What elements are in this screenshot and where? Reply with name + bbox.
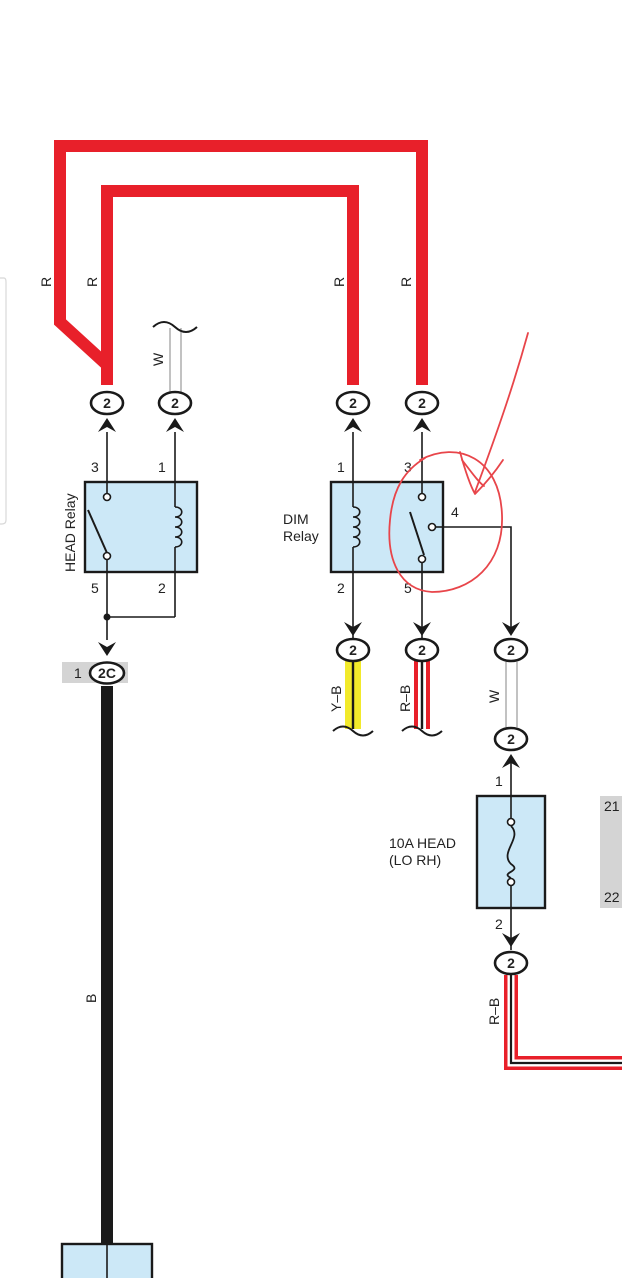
connector-c8: 2 (493, 726, 529, 752)
dim-pin-1: 1 (337, 459, 345, 475)
head-pin-2: 2 (158, 580, 166, 596)
connector-label: 2 (171, 395, 179, 411)
chevron-down-icon (502, 933, 520, 947)
coil-symbol-icon (174, 482, 183, 572)
fuse-pin-1: 1 (495, 773, 503, 789)
connector-label: 2 (418, 395, 426, 411)
pin-numbers: 3 1 5 2 1 3 4 2 5 1 2 (91, 459, 503, 932)
handdrawn-annotation (388, 332, 529, 593)
connector-c9: 2 (493, 950, 529, 976)
fuse-symbol-icon (506, 796, 516, 908)
chevron-up-icon (344, 418, 362, 432)
connector-label: 2 (349, 642, 357, 658)
head-relay (83, 480, 199, 574)
dim-relay (329, 480, 445, 574)
dim-relay-label-2: Relay (283, 528, 319, 544)
wire-label-rb-fuse: R–B (486, 998, 502, 1025)
connectors: 2 2 2 2 2 2 2 2 (62, 390, 529, 976)
white-w-wire-top (169, 328, 182, 392)
chevron-down-icon (502, 622, 520, 636)
connector-arrows (98, 418, 520, 947)
connector-c7: 2 (493, 637, 529, 663)
wire-label-yb: Y–B (328, 686, 344, 712)
dim-pin-2: 2 (337, 580, 345, 596)
chevron-down-icon (98, 642, 116, 656)
yellow-black-wire (345, 661, 361, 729)
red-black-wire-fuse (504, 975, 622, 1070)
side-tag-22: 22 (604, 889, 620, 905)
chevron-up-icon (413, 418, 431, 432)
annotation-circle (388, 451, 503, 593)
connector-c1: 2 (89, 390, 125, 416)
connector-label: 2 (103, 395, 111, 411)
inner-red-wire (101, 185, 359, 385)
switch-contact-icon (87, 482, 112, 572)
chevron-up-icon (98, 418, 116, 432)
switch-contact-icon (409, 482, 443, 572)
wire-label-w-mid: W (486, 689, 502, 703)
wire-break-tilde-icon (152, 321, 198, 333)
side-tag-21: 21 (604, 798, 620, 814)
connector-label: 2 (507, 955, 515, 971)
annotation-arrowhead (459, 451, 504, 495)
dim-relay-label-1: DIM (283, 511, 309, 527)
red-wires (54, 140, 428, 385)
connector-c4: 2 (404, 390, 440, 416)
head-pin-5: 5 (91, 580, 99, 596)
wire-label-w-top: W (150, 352, 166, 366)
white-w-wire-mid (505, 662, 518, 727)
wire-label-r1: R (38, 277, 54, 287)
wire-labels: R R R R W Y–B R–B W R–B B (38, 277, 502, 1025)
connector-label: 2 (418, 642, 426, 658)
dim-pin-4: 4 (451, 504, 459, 520)
connector-label: 2 (349, 395, 357, 411)
junction-dot (103, 613, 111, 621)
fuse-pin-2: 2 (495, 916, 503, 932)
wire-break-tilde-icon (332, 725, 374, 737)
wire-break-tilde-icon (401, 725, 443, 737)
connector-2c: 1 2C (62, 661, 128, 685)
fuse-10a-head (475, 794, 547, 910)
wire-label-r3: R (331, 277, 347, 287)
connector-label: 2 (507, 642, 515, 658)
wire-label-r2: R (84, 277, 100, 287)
connector-c3: 2 (335, 390, 371, 416)
outer-red-wire (54, 140, 428, 385)
annotation-arrow (474, 332, 529, 493)
wire-label-r4: R (398, 277, 414, 287)
chevron-up-icon (502, 754, 520, 768)
chevron-down-icon (413, 622, 431, 636)
fuse-label-2: (LO RH) (389, 852, 441, 868)
red-black-wire-dim (414, 661, 430, 729)
wire-label-rb-dim: R–B (397, 685, 413, 712)
head-pin-1: 1 (158, 459, 166, 475)
head-relay-label: HEAD Relay (62, 493, 78, 572)
head-pin-3: 3 (91, 459, 99, 475)
dim-pin-5: 5 (404, 580, 412, 596)
chevron-up-icon (166, 418, 184, 432)
connector-c6: 2 (404, 637, 440, 663)
wire-label-b: B (83, 994, 99, 1003)
connector-c5: 2 (335, 637, 371, 663)
dim-pin-3: 3 (404, 459, 412, 475)
connector-label: 2C (98, 665, 116, 681)
coil-symbol-icon (352, 482, 361, 572)
fuse-label-1: 10A HEAD (389, 835, 456, 851)
connector-c2: 2 (157, 390, 193, 416)
bottom-component (60, 1242, 154, 1278)
side-tag: 21 22 (600, 796, 622, 908)
chevron-down-icon (344, 622, 362, 636)
tag-2c-pin: 1 (74, 665, 82, 681)
connector-label: 2 (507, 731, 515, 747)
screen-edge-artifact (0, 277, 7, 525)
